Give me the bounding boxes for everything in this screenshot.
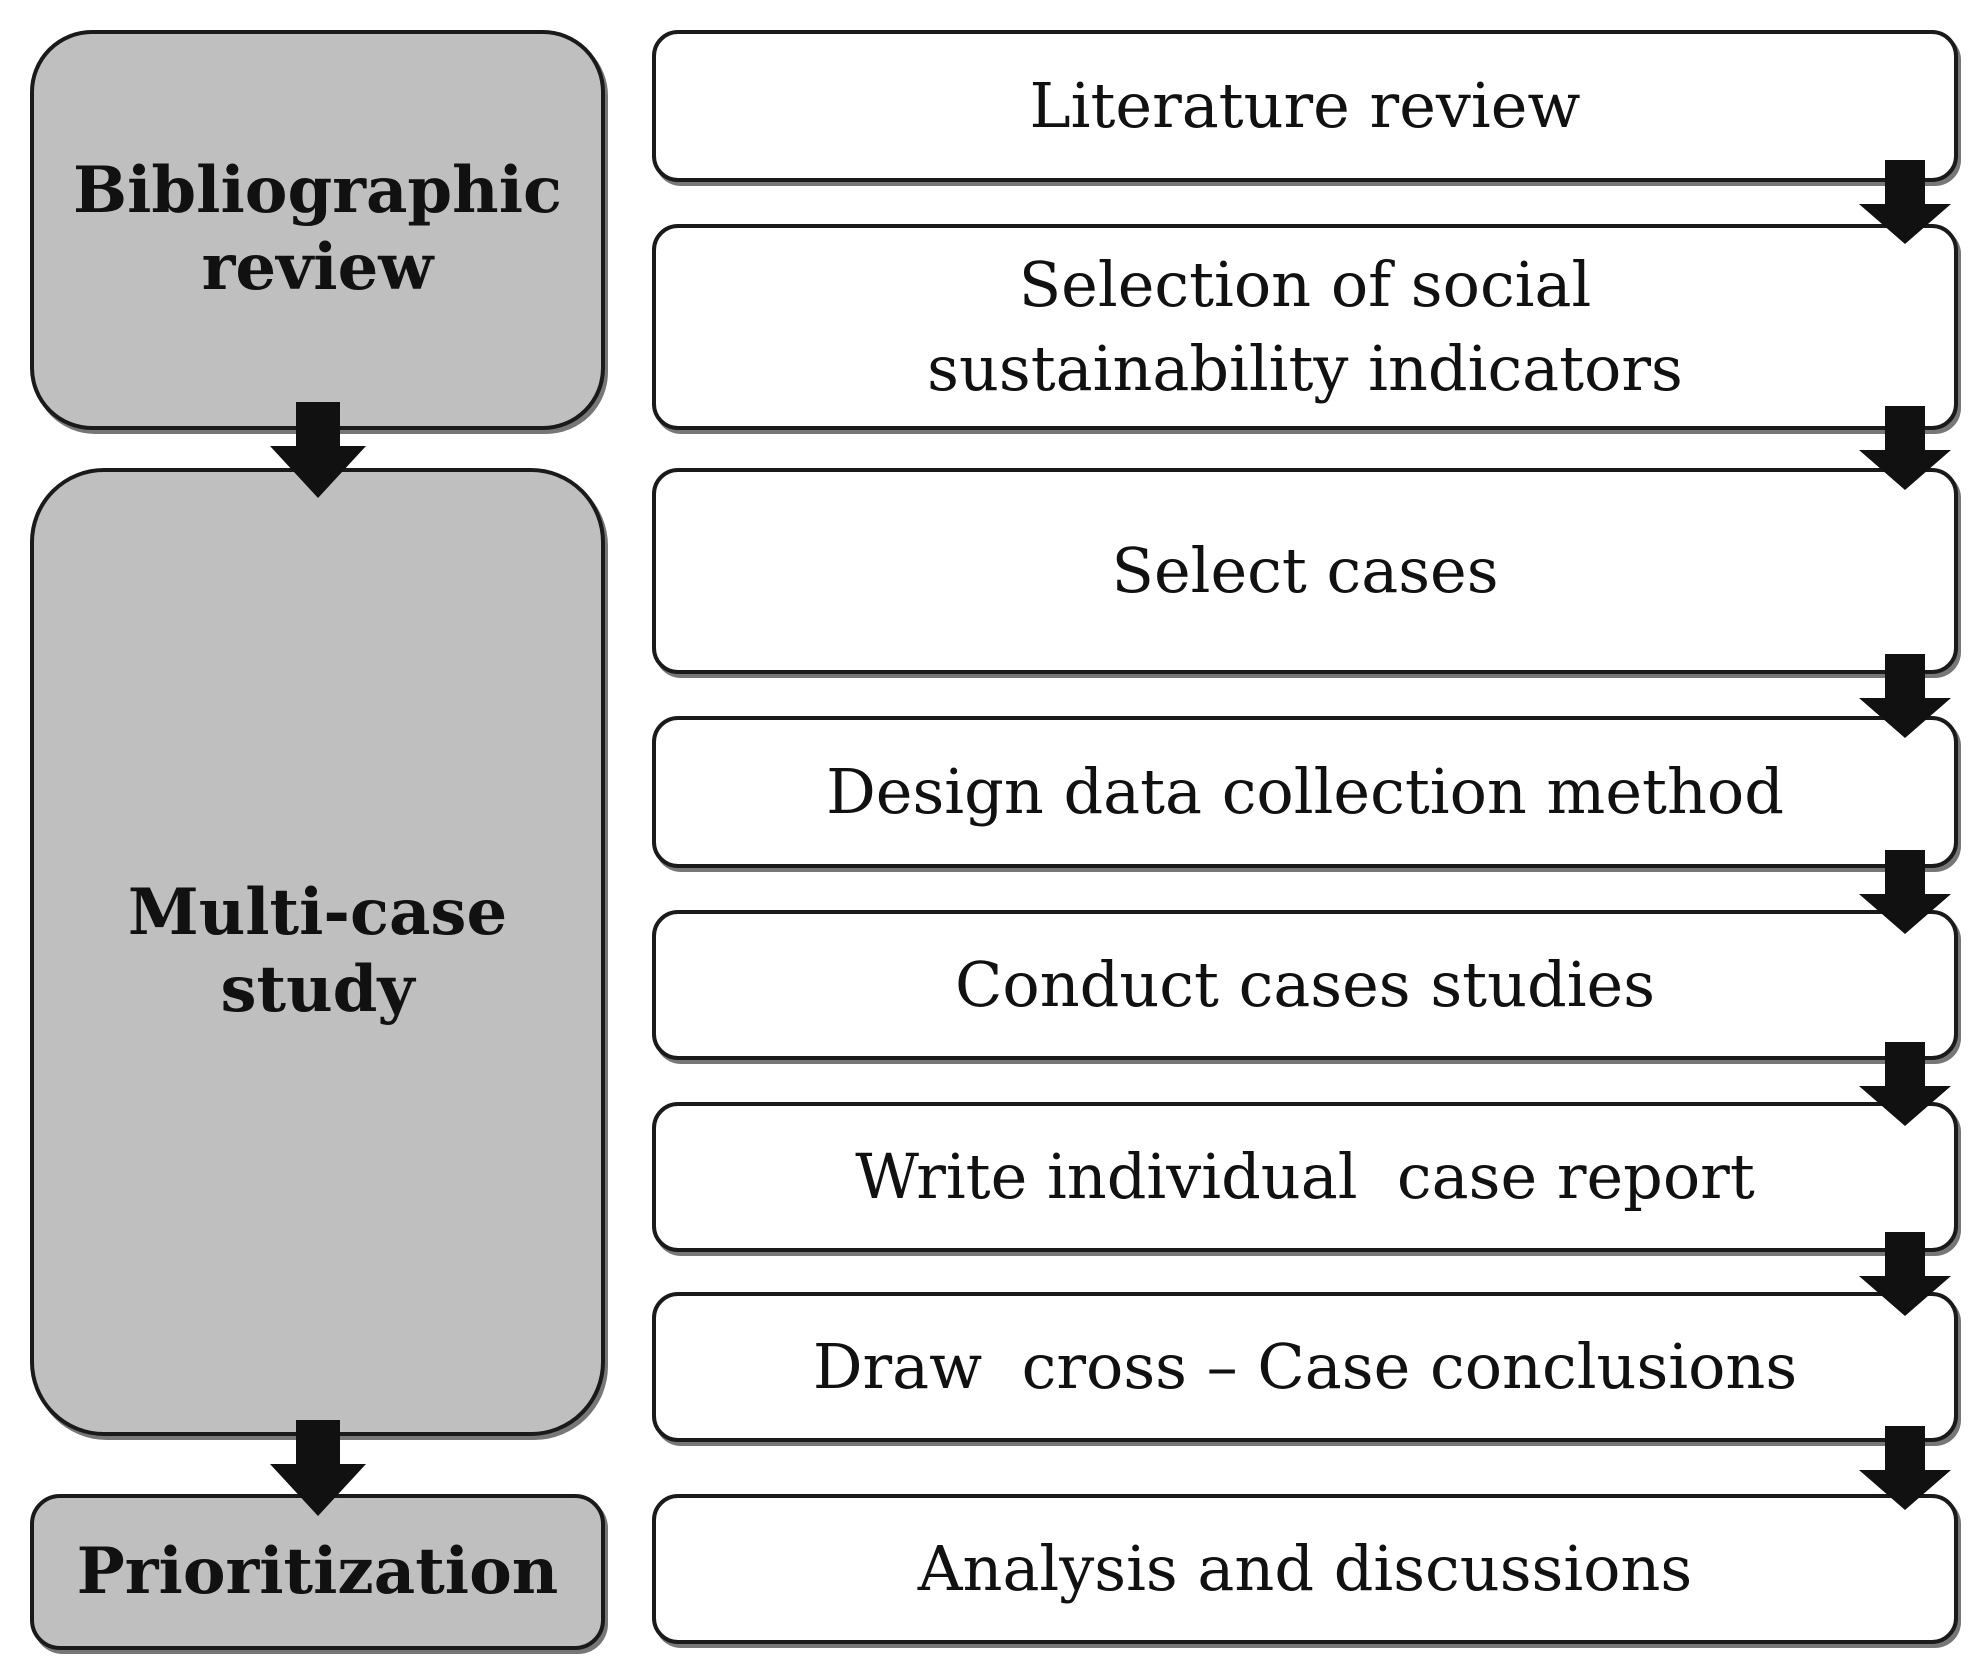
step-arrow-down-icon bbox=[1855, 1232, 1955, 1330]
phase-label: Bibliographic review bbox=[73, 153, 562, 305]
step-selection-of-indicators: Selection of social sustainability indic… bbox=[652, 224, 1958, 430]
step-arrow-down-icon bbox=[1855, 1426, 1955, 1524]
step-arrow-down-icon bbox=[1855, 406, 1955, 504]
phase-prioritization: Prioritization bbox=[30, 1494, 605, 1650]
step-select-cases: Select cases bbox=[652, 468, 1958, 674]
step-label: Conduct cases studies bbox=[954, 948, 1656, 1022]
step-arrow-down-icon bbox=[1855, 654, 1955, 752]
phase-arrow-down-icon bbox=[268, 402, 368, 500]
step-label: Select cases bbox=[1111, 534, 1499, 608]
step-label: Analysis and discussions bbox=[917, 1532, 1693, 1606]
step-arrow-down-icon bbox=[1855, 160, 1955, 258]
step-literature-review: Literature review bbox=[652, 30, 1958, 182]
step-design-data-collection: Design data collection method bbox=[652, 716, 1958, 868]
step-write-case-report: Write individual case report bbox=[652, 1102, 1958, 1252]
phase-label: Prioritization bbox=[76, 1533, 559, 1609]
step-label: Design data collection method bbox=[826, 755, 1784, 829]
step-label: Draw cross – Case conclusions bbox=[812, 1330, 1798, 1404]
step-label: Literature review bbox=[1029, 69, 1581, 143]
step-arrow-down-icon bbox=[1855, 1042, 1955, 1140]
phase-arrow-down-icon bbox=[268, 1420, 368, 1518]
step-label: Write individual case report bbox=[855, 1140, 1755, 1214]
step-cross-case-conclusions: Draw cross – Case conclusions bbox=[652, 1292, 1958, 1442]
phase-label: Multi-case study bbox=[127, 875, 508, 1027]
step-conduct-case-studies: Conduct cases studies bbox=[652, 910, 1958, 1060]
step-arrow-down-icon bbox=[1855, 850, 1955, 948]
phase-multi-case-study: Multi-case study bbox=[30, 468, 605, 1436]
step-label: Selection of social sustainability indic… bbox=[927, 248, 1683, 405]
step-analysis-and-discussions: Analysis and discussions bbox=[652, 1494, 1958, 1644]
phase-bibliographic-review: Bibliographic review bbox=[30, 30, 605, 430]
